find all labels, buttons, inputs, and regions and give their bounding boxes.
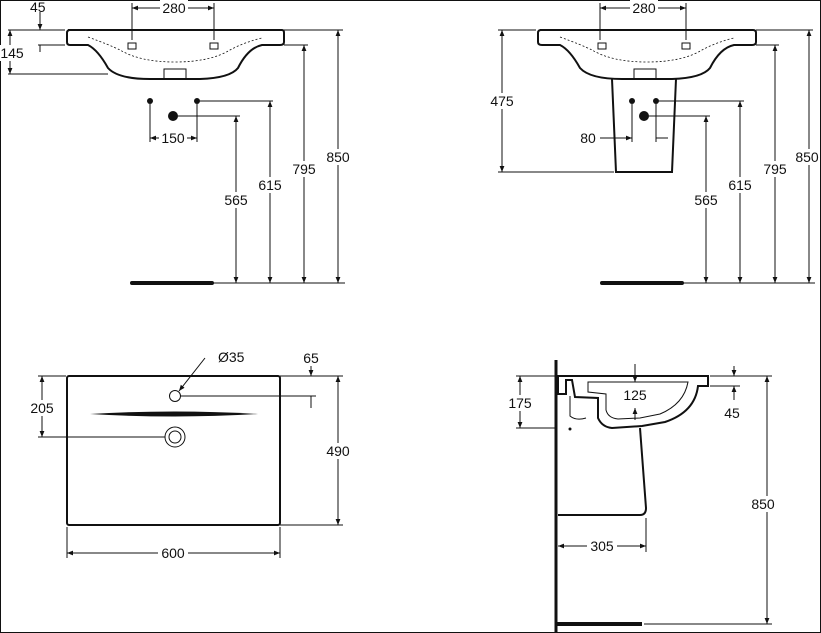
dim-615: 615 [728, 177, 752, 193]
dim-600: 600 [161, 545, 185, 561]
dim-175: 175 [508, 395, 532, 411]
dim-125: 125 [623, 387, 647, 403]
top-view: Ø35 65 205 490 600 [27, 349, 353, 561]
waste-outlet [163, 68, 187, 80]
dim-850: 850 [795, 149, 819, 165]
basin-bowl-inner [587, 381, 689, 420]
dim-305: 305 [590, 538, 614, 554]
dim-80: 80 [580, 130, 596, 146]
trap-detail [569, 396, 587, 420]
basin-outline [537, 29, 757, 80]
dim-280: 280 [162, 0, 186, 16]
supply-point-right [194, 98, 200, 104]
dim-45: 45 [30, 0, 46, 15]
waste-point [639, 111, 649, 121]
overflow-slot [90, 411, 258, 417]
dim-hole-diameter: Ø35 [218, 349, 245, 365]
basin-outline [66, 29, 285, 80]
supply-point-left [147, 98, 153, 104]
tap-hole-right [681, 42, 691, 50]
basin-top-outline [66, 375, 281, 526]
dim-795: 795 [763, 161, 787, 177]
dim-565: 565 [694, 192, 718, 208]
side-section-view: 175 125 45 850 305 [505, 360, 781, 632]
dim-565: 565 [224, 192, 248, 208]
dim-795: 795 [292, 161, 316, 177]
front-view-wall-hung: 280 45 145 150 565 615 795 850 [0, 0, 353, 285]
tap-hole-left [127, 42, 137, 50]
supply-point-left [629, 98, 635, 104]
basin-section [557, 375, 709, 430]
dim-145: 145 [0, 45, 24, 61]
dim-280: 280 [632, 0, 656, 16]
supply-point-right [653, 98, 659, 104]
waste-outlet [633, 68, 657, 80]
front-view-pedestal: 280 475 80 565 615 795 850 [488, 0, 820, 285]
tap-hole-right [209, 42, 219, 50]
dim-150: 150 [161, 130, 185, 146]
basin-bowl-hidden [87, 36, 263, 63]
dim-205: 205 [30, 400, 54, 416]
dim-45: 45 [724, 405, 740, 421]
dim-65: 65 [303, 350, 319, 366]
dim-615: 615 [258, 177, 282, 193]
dim-850: 850 [751, 496, 775, 512]
waste-outer [164, 426, 186, 448]
dim-850: 850 [326, 149, 350, 165]
tap-hole [169, 390, 181, 402]
dim-475: 475 [490, 93, 514, 109]
tap-hole-left [597, 42, 607, 50]
basin-bowl-hidden [559, 36, 735, 63]
pedestal-section [558, 427, 648, 516]
dim-490: 490 [326, 443, 350, 459]
waste-point [168, 111, 178, 121]
pedestal-outline [611, 78, 677, 173]
waste-inner [168, 430, 182, 444]
